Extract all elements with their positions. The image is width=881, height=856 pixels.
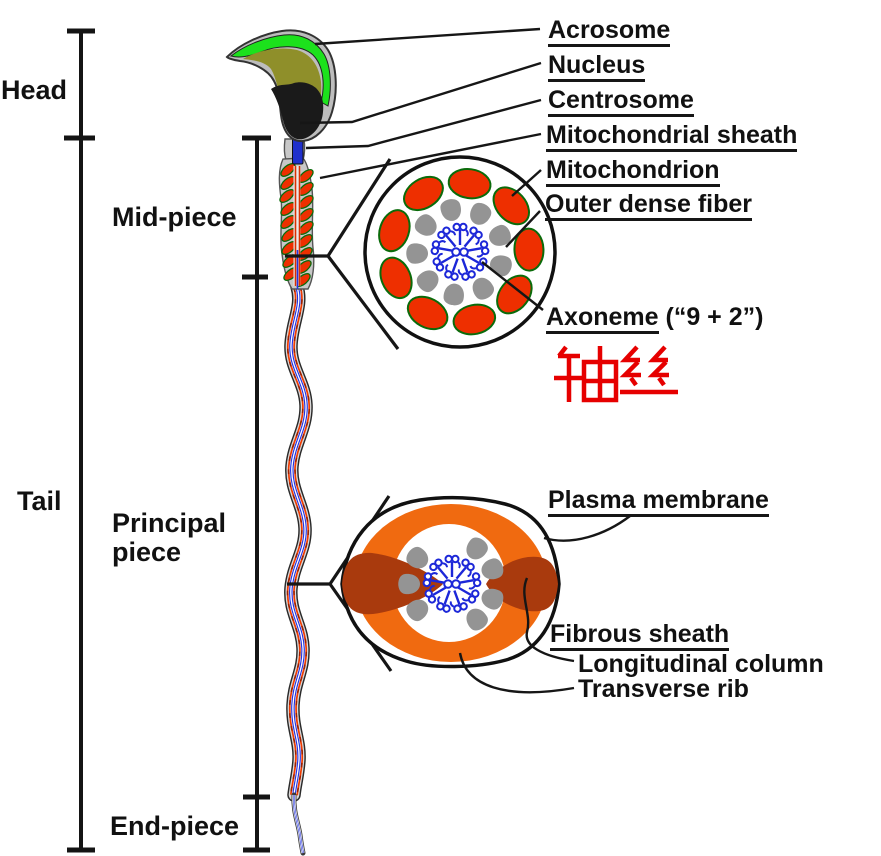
sperm-cell xyxy=(225,29,337,853)
axoneme-cn-annotation-strokes xyxy=(554,345,678,403)
region-label-end-piece: End-piece xyxy=(110,811,240,841)
label-mitochondrion: Mitochondrion xyxy=(546,157,720,188)
label-nucleus: Nucleus xyxy=(548,52,646,83)
label-longitudinal-column: Longitudinal column xyxy=(578,650,824,678)
principal-piece-tail xyxy=(291,287,306,795)
label-acrosome: Acrosome xyxy=(548,17,671,48)
region-label-tail: Tail xyxy=(17,486,62,516)
label-fibrous-sheath: Fibrous sheath xyxy=(550,621,730,652)
sperm-head xyxy=(225,29,337,143)
label-axoneme: Axoneme (“9 + 2”) xyxy=(546,303,764,335)
head-tail-bracket xyxy=(64,28,95,853)
region-label-principal-piece: Principal piece xyxy=(112,508,227,568)
mitochondria-ring xyxy=(378,168,545,336)
axoneme-cn-label: 轴丝 xyxy=(552,340,662,395)
mid-piece-cross-section xyxy=(363,155,557,349)
region-label-head: Head xyxy=(1,75,68,105)
label-plasma-membrane: Plasma membrane xyxy=(548,487,769,518)
label-transverse-rib: Transverse rib xyxy=(578,675,749,703)
label-outer-dense-fiber: Outer dense fiber xyxy=(545,191,752,222)
label-centrosome: Centrosome xyxy=(548,87,694,118)
region-label-mid-piece: Mid-piece xyxy=(112,202,237,232)
nucleus-region xyxy=(271,82,324,140)
axoneme-suffix: (“9 + 2”) xyxy=(658,303,764,331)
longitudinal-column-right xyxy=(486,556,558,612)
end-piece-tail xyxy=(294,795,303,853)
principal-piece-cross-section xyxy=(340,495,561,669)
label-mitochondrial-sheath: Mitochondrial sheath xyxy=(546,122,798,153)
mid-piece-body xyxy=(278,157,315,290)
mid-piece-section-connector xyxy=(285,158,400,350)
leader-lines xyxy=(299,27,631,694)
tail-segments-bracket xyxy=(242,135,271,853)
